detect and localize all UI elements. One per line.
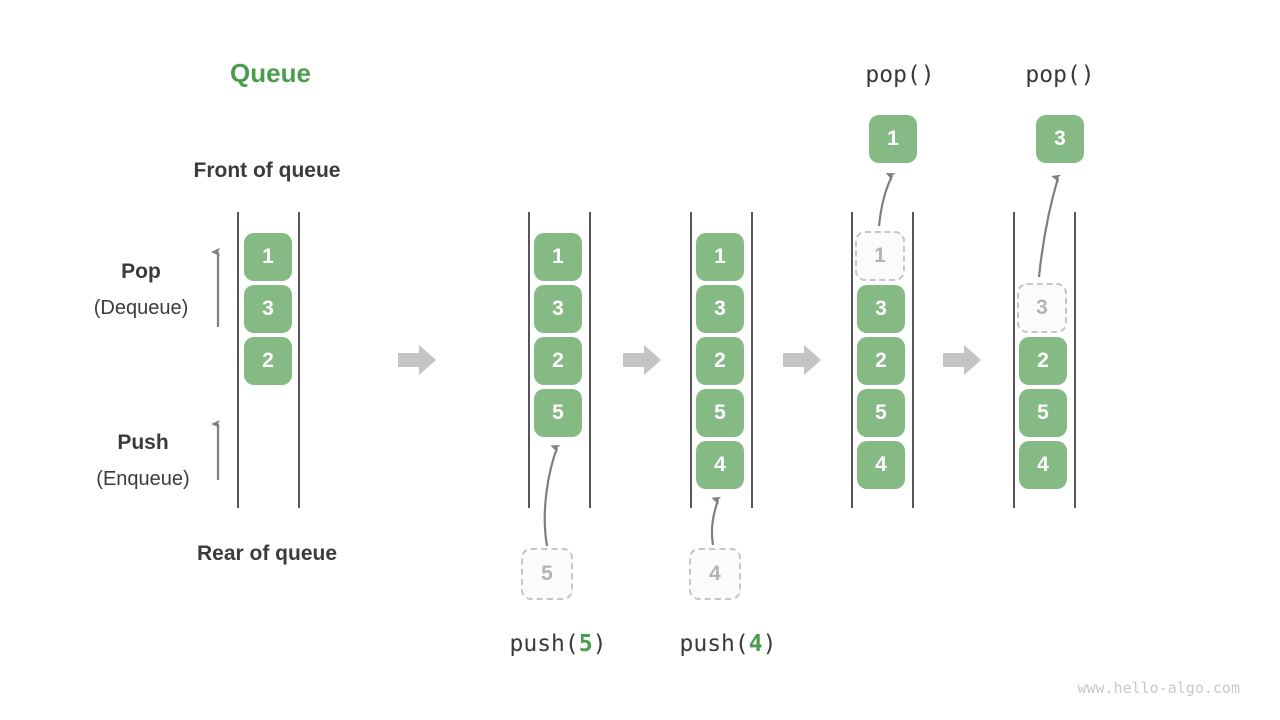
state2-incoming-cell: 5: [521, 548, 573, 600]
state2-cell-3: 5: [534, 389, 582, 437]
push-alias-label: (Enqueue): [96, 468, 190, 490]
queue-rail-right-1: [298, 212, 300, 508]
push-op-arg: 5: [578, 631, 593, 657]
state5-cell-3: 5: [1019, 389, 1067, 437]
queue-rail-right-3: [751, 212, 753, 508]
pop3-arrow-icon: [1037, 174, 1062, 278]
transition-arrow-icon: [623, 345, 661, 375]
queue-rail-right-4: [912, 212, 914, 508]
watermark: www.hello-algo.com: [1077, 679, 1240, 697]
queue-rail-left-1: [237, 212, 239, 508]
push-op-arg: 4: [748, 631, 763, 657]
pop1-arrow-icon: [877, 172, 896, 227]
transition-arrow-icon: [398, 345, 436, 375]
pop-op-label-2: pop(): [1025, 62, 1095, 88]
state3-incoming-cell: 4: [689, 548, 741, 600]
push-label: Push: [117, 431, 169, 454]
pop-label: Pop: [121, 260, 161, 283]
state4-popped-cell: 1: [869, 115, 917, 163]
state3-cell-2: 2: [696, 337, 744, 385]
queue-rail-left-3: [690, 212, 692, 508]
front-of-queue-label: Front of queue: [193, 159, 341, 182]
transition-arrow-icon: [783, 345, 821, 375]
rear-of-queue-label: Rear of queue: [196, 542, 338, 565]
state5-ghost-cell: 3: [1017, 283, 1067, 333]
state4-cell-1: 3: [857, 285, 905, 333]
pop-op-label-1: pop(): [865, 62, 935, 88]
push-op-label-2: push(4): [648, 631, 808, 657]
push-op-prefix: push(: [679, 631, 749, 657]
pop-alias-label: (Dequeue): [93, 297, 189, 319]
push-op-suffix: ): [592, 631, 607, 657]
push5-arrow-icon: [543, 444, 561, 547]
state3-cell-4: 4: [696, 441, 744, 489]
push-op-suffix: ): [762, 631, 777, 657]
state3-cell-3: 5: [696, 389, 744, 437]
transition-arrow-icon: [943, 345, 981, 375]
queue-rail-right-5: [1074, 212, 1076, 508]
diagram-title: Queue: [230, 58, 311, 88]
push-op-label-1: push(5): [478, 631, 638, 657]
state3-cell-0: 1: [696, 233, 744, 281]
state1-cell-0: 1: [244, 233, 292, 281]
state1-cell-2: 2: [244, 337, 292, 385]
queue-rail-right-2: [589, 212, 591, 508]
state5-cell-2: 2: [1019, 337, 1067, 385]
state4-cell-3: 5: [857, 389, 905, 437]
queue-rail-left-4: [851, 212, 853, 508]
state4-cell-4: 4: [857, 441, 905, 489]
state3-cell-1: 3: [696, 285, 744, 333]
state2-cell-2: 2: [534, 337, 582, 385]
queue-rail-left-5: [1013, 212, 1015, 508]
state5-cell-4: 4: [1019, 441, 1067, 489]
state4-cell-2: 2: [857, 337, 905, 385]
state5-popped-cell: 3: [1036, 115, 1084, 163]
push-op-prefix: push(: [509, 631, 579, 657]
state4-ghost-cell: 1: [855, 231, 905, 281]
queue-rail-left-2: [528, 212, 530, 508]
state1-cell-1: 3: [244, 285, 292, 333]
state2-cell-1: 3: [534, 285, 582, 333]
push4-arrow-icon: [710, 496, 722, 546]
state2-cell-0: 1: [534, 233, 582, 281]
